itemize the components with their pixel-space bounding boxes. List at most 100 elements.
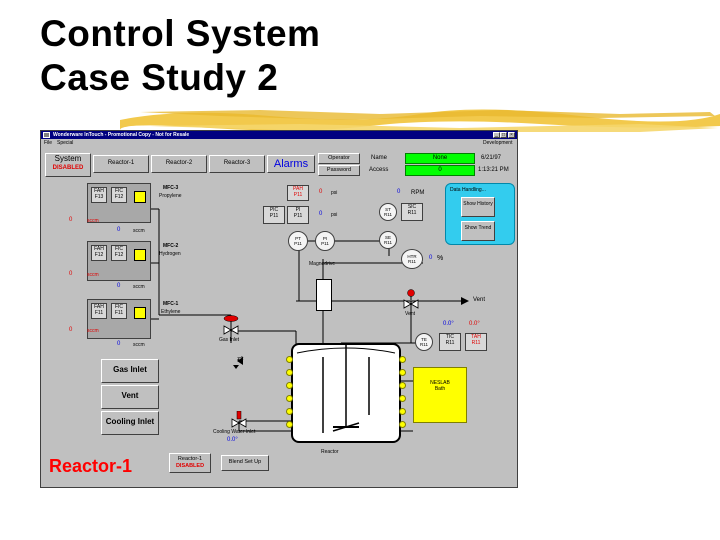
blend-setup-button[interactable]: Blend Set Up bbox=[221, 455, 269, 471]
mfc1-fic-label: FIC bbox=[114, 304, 124, 310]
cooling-water-valve-icon[interactable] bbox=[231, 411, 247, 429]
temp-val-1-unit: ° bbox=[451, 321, 454, 327]
te-label: TE bbox=[421, 337, 427, 342]
htr-val: 0 bbox=[429, 255, 433, 261]
show-history-button[interactable]: Show History bbox=[461, 197, 495, 217]
mfc2-name: MFC-2 bbox=[163, 243, 179, 249]
mfc2-fah-id: F12 bbox=[94, 252, 104, 258]
operator-button[interactable]: Operator bbox=[318, 153, 360, 164]
mfc2-left-unit: sccm bbox=[87, 272, 99, 278]
maximize-button[interactable]: □ bbox=[500, 132, 507, 138]
heater-icon bbox=[399, 356, 406, 363]
reactor-internals bbox=[296, 345, 396, 433]
mfc2-valve-icon[interactable] bbox=[134, 249, 146, 261]
mfc3-fah-id: F13 bbox=[94, 194, 104, 200]
temp-val-2-num: 0.0 bbox=[469, 321, 478, 327]
st-label: ST bbox=[385, 207, 391, 212]
mfc1-bottom-val: 0 bbox=[117, 341, 121, 347]
vent-valve-icon[interactable] bbox=[403, 289, 419, 309]
mfc3-bottom-unit: sccm bbox=[133, 228, 145, 234]
gas-inlet-button[interactable]: Gas Inlet bbox=[101, 359, 159, 383]
access-label: Access bbox=[369, 167, 389, 173]
show-trend-button[interactable]: Show Trend bbox=[461, 221, 495, 241]
magnedrive-unit bbox=[316, 279, 332, 311]
reactor-name-heading: Reactor-1 bbox=[49, 456, 133, 476]
tab-reactor-1[interactable]: Reactor-1 bbox=[93, 155, 149, 173]
mfc1-name: MFC-1 bbox=[163, 301, 179, 307]
reactor-label: Reactor bbox=[321, 449, 339, 455]
heater-icon bbox=[286, 421, 293, 428]
menu-file[interactable]: File bbox=[44, 140, 53, 146]
temp-val-1-num: 0.0 bbox=[443, 321, 452, 327]
cooling-inlet-button[interactable]: Cooling Inlet bbox=[101, 411, 159, 435]
minimize-button[interactable]: _ bbox=[493, 132, 500, 138]
tah-label: TAH bbox=[471, 334, 481, 340]
vent-button[interactable]: Vent bbox=[101, 385, 159, 409]
menu-special[interactable]: Special bbox=[57, 140, 74, 146]
reactor-status-value: DISABLED bbox=[175, 463, 205, 469]
mfc3-valve-icon[interactable] bbox=[134, 191, 146, 203]
heater-icon bbox=[399, 382, 406, 389]
access-value: 0 bbox=[405, 165, 475, 176]
rpm-unit: RPM bbox=[411, 190, 425, 196]
mfc2-fah-label: FAH bbox=[94, 246, 104, 252]
pt-label: PT bbox=[295, 236, 301, 241]
mfc3-bottom-val: 0 bbox=[117, 227, 121, 233]
se-id: R11 bbox=[384, 240, 392, 245]
mfc1-valve-icon[interactable] bbox=[134, 307, 146, 319]
htr-id: R11 bbox=[408, 259, 416, 264]
mfc1-gas: Ethylene bbox=[161, 309, 181, 315]
htr-label: HTR bbox=[407, 254, 417, 259]
gas-inlet-valve-icon[interactable] bbox=[223, 315, 239, 335]
window-titlebar: Wonderware InTouch - Promotional Copy - … bbox=[41, 131, 517, 139]
tab-reactor-3[interactable]: Reactor-3 bbox=[209, 155, 265, 173]
tic-label: TIC bbox=[445, 334, 455, 340]
tic-id: R11 bbox=[445, 340, 455, 346]
window-app-icon bbox=[43, 132, 50, 138]
slide-title: Control System Case Study 2 bbox=[40, 12, 320, 100]
mfc1-bottom-unit: sccm bbox=[133, 342, 145, 348]
password-button[interactable]: Password bbox=[318, 165, 360, 176]
te-id: R11 bbox=[420, 342, 428, 347]
mfc3-fah-label: FAH bbox=[94, 188, 104, 194]
close-button[interactable]: × bbox=[508, 132, 515, 138]
heater-icon bbox=[399, 421, 406, 428]
pah-id: P11 bbox=[293, 192, 303, 198]
window-title: Wonderware InTouch - Promotional Copy - … bbox=[53, 132, 190, 138]
pic-id: P11 bbox=[269, 213, 279, 219]
mfc2-fic-label: FIC bbox=[114, 246, 124, 252]
alarms-button[interactable]: Alarms bbox=[267, 155, 315, 173]
tab-reactor-2[interactable]: Reactor-2 bbox=[151, 155, 207, 173]
mfc3-left-unit: sccm bbox=[87, 218, 99, 224]
show-trend-label: Show Trend bbox=[464, 225, 492, 231]
sic-id: R11 bbox=[407, 210, 417, 216]
heater-icon bbox=[399, 408, 406, 415]
cooling-water-val: 0.0° bbox=[227, 437, 238, 443]
mfc1-left-val: 0 bbox=[69, 327, 73, 333]
temp-val-1: 0.0° bbox=[443, 321, 454, 327]
reactor-status-button[interactable]: Reactor-1 DISABLED bbox=[169, 453, 211, 473]
system-status: DISABLED bbox=[52, 165, 84, 171]
menu-bar: File Special Development bbox=[41, 139, 517, 147]
pi2-id: P11 bbox=[321, 241, 329, 246]
cooling-water-val-unit: ° bbox=[235, 437, 238, 443]
menu-user: Development bbox=[483, 140, 513, 146]
system-label: System bbox=[54, 154, 82, 163]
heater-icon bbox=[286, 356, 293, 363]
system-status-box[interactable]: System DISABLED bbox=[45, 153, 91, 177]
